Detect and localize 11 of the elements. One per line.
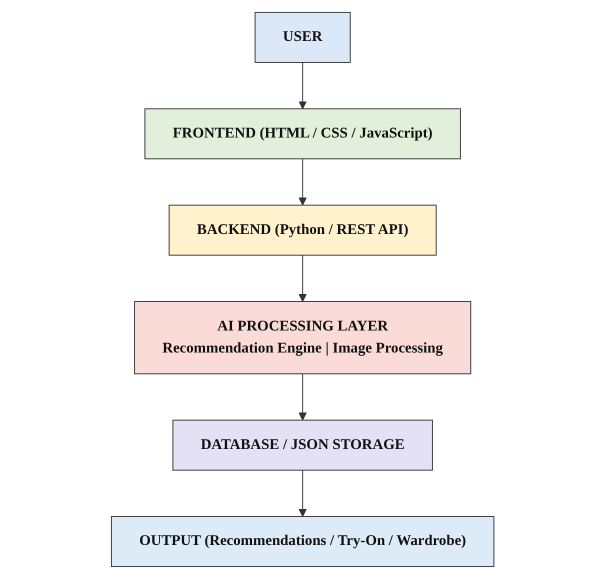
node-box: OUTPUT (Recommendations / Try-On / Wardrobe)	[111, 516, 495, 568]
arrow	[298, 62, 308, 110]
node-box: BACKEND (Python / REST API)	[169, 204, 437, 256]
arrow	[298, 254, 308, 302]
node-box: AI PROCESSING LAYER Recommendation Engine | Image Processing	[134, 301, 472, 374]
arrow	[298, 158, 308, 206]
node-box: DATABASE / JSON STORAGE	[172, 420, 434, 471]
arrow	[298, 470, 308, 517]
node-box: FRONTEND (HTML / CSS / JavaScript)	[144, 108, 462, 160]
node-box: USER	[254, 12, 352, 63]
arrow	[298, 373, 308, 421]
